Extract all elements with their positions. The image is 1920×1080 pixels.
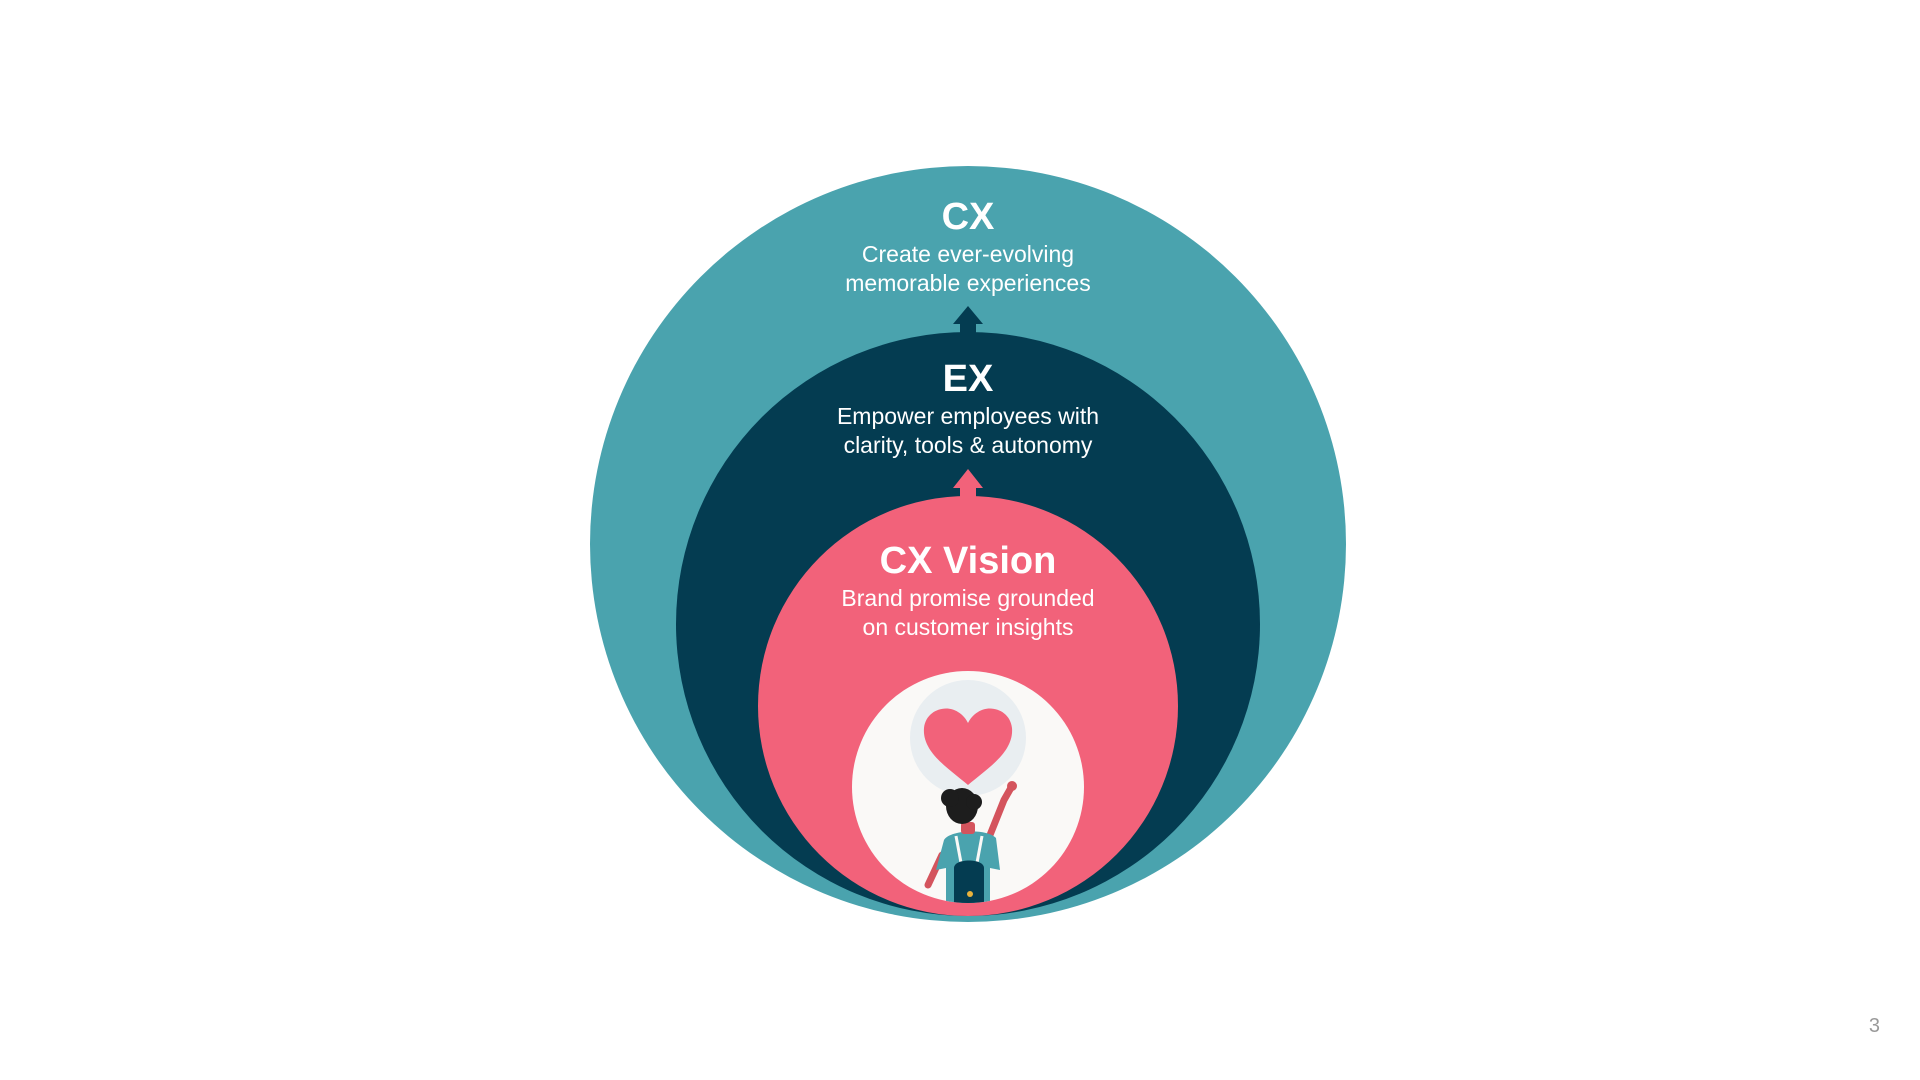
ex-title: EX bbox=[943, 358, 994, 400]
person-with-heart-icon bbox=[910, 680, 1026, 903]
heart-icon bbox=[923, 708, 1013, 785]
ex-description-line-2: clarity, tools & autonomy bbox=[844, 432, 1093, 458]
cx-description-line-1: Create ever-evolving bbox=[862, 241, 1074, 267]
vision-title: CX Vision bbox=[880, 540, 1057, 582]
vision-description-line-1: Brand promise grounded bbox=[841, 585, 1094, 611]
vision-description-line-2: on customer insights bbox=[863, 614, 1074, 640]
arrow-up-icon bbox=[953, 306, 983, 336]
ex-description-line-1: Empower employees with bbox=[837, 403, 1099, 429]
page-number: 3 bbox=[1868, 1015, 1880, 1037]
cx-description-line-2: memorable experiences bbox=[845, 270, 1090, 296]
arrow-up-icon bbox=[953, 469, 983, 499]
cx-title: CX bbox=[942, 196, 995, 238]
